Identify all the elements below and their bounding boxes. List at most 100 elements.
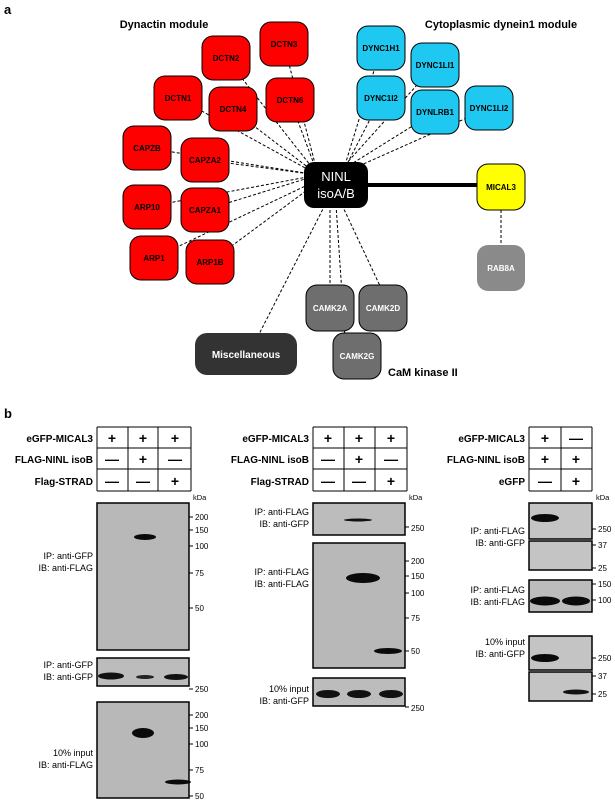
mw-marker: 150 [411,572,425,581]
blot3-ann: IB: anti-GFP [475,649,525,659]
blot2-ann: IP: anti-FLAG [254,507,309,517]
sign: — [105,451,119,467]
node-misc: Miscellaneous [212,350,281,361]
mw-marker: 75 [195,569,204,578]
blot2-row3-label: Flag-STRAD [251,477,309,488]
blot2-ann: IB: anti-GFP [259,696,309,706]
sign: — [569,430,583,446]
node-dynlrb1: DYNLRB1 [416,108,454,117]
mw-marker: 50 [195,604,204,613]
sign: + [355,430,363,446]
mw-marker: 25 [598,690,607,699]
sign: — [384,451,398,467]
node-dync1li1: DYNC1LI1 [416,61,455,70]
blot3-row3-label: eGFP [499,477,525,488]
sign: — [321,473,335,489]
mw-marker: 100 [411,589,425,598]
mical3-node [476,163,526,211]
blot1-ann: IB: anti-GFP [43,672,93,682]
mw-marker: 50 [195,792,204,800]
blot2-ann: IB: anti-FLAG [254,579,309,589]
mw-marker: 250 [411,704,425,713]
dynactin-nodes [122,21,315,285]
sign: + [324,430,332,446]
node-dctn3: DCTN3 [271,40,298,49]
mw-marker: 250 [411,524,425,533]
blot3-ann: 10% input [485,637,526,647]
sign: + [355,451,363,467]
blot3-kda: kDa [596,493,610,502]
sign: — [136,473,150,489]
blot2-ann: IB: anti-GFP [259,519,309,529]
blot3-ann: IB: anti-GFP [475,538,525,548]
sign: + [171,430,179,446]
node-dctn6: DCTN6 [277,96,304,105]
mw-marker: 150 [195,526,209,535]
node-dync1i2: DYNC1I2 [364,94,398,103]
node-dctn4: DCTN4 [220,105,247,114]
mw-marker: 75 [411,614,420,623]
blot1-ann: IP: anti-GFP [43,660,93,670]
sign: + [541,451,549,467]
mw-marker: 250 [195,685,209,694]
center-line1: NINL [321,169,351,184]
node-arp1: ARP1 [143,254,165,263]
node-dctn2: DCTN2 [213,54,240,63]
mw-marker: 37 [598,672,607,681]
mw-marker: 150 [195,724,209,733]
mw-marker: 37 [598,541,607,550]
node-capza2: CAPZA2 [189,156,222,165]
node-rab8a: RAB8A [487,264,515,273]
sign: + [139,451,147,467]
mw-marker: 100 [195,542,209,551]
blot1-ann: IP: anti-GFP [43,551,93,561]
sign: — [352,473,366,489]
blot3-row2-label: FLAG-NINL isoB [447,455,525,466]
blot1-row3-label: Flag-STRAD [35,477,93,488]
mw-marker: 100 [195,740,209,749]
blot1: eGFP-MICAL3 FLAG-NINL isoB Flag-STRAD + … [15,426,209,800]
node-dync1h1: DYNC1H1 [362,44,400,53]
camk-module-title: CaM kinase II [388,367,458,379]
node-camk2g: CAMK2G [340,352,375,361]
blot2-kda: kDa [409,493,423,502]
blot1-ann: 10% input [53,748,94,758]
ninl-center-node [304,162,368,208]
blot3: eGFP-MICAL3 FLAG-NINL isoB eGFP + — + + … [447,426,612,702]
node-capzb: CAPZB [133,144,161,153]
center-line2: isoA/B [317,186,355,201]
dynein-nodes [356,25,514,135]
blot3-ann: IP: anti-FLAG [470,526,525,536]
mw-marker: 150 [598,580,612,589]
mw-marker: 100 [598,596,612,605]
blot3-ann: IB: anti-FLAG [470,597,525,607]
blot2-row2-label: FLAG-NINL isoB [231,455,309,466]
panel-a-letter: a [4,2,12,17]
mw-marker: 200 [411,557,425,566]
blot1-ann: IB: anti-FLAG [38,760,93,770]
mw-marker: 25 [598,564,607,573]
blot2-ann: 10% input [269,684,310,694]
misc-node [195,333,297,375]
node-camk2a: CAMK2A [313,304,347,313]
camk-nodes [305,284,408,380]
mw-marker: 50 [411,647,420,656]
blot2-row1-label: eGFP-MICAL3 [242,434,309,445]
sign: + [572,473,580,489]
rab8a-node [477,245,525,291]
mw-marker: 75 [195,766,204,775]
blot3-row1-label: eGFP-MICAL3 [458,434,525,445]
node-dctn1: DCTN1 [165,94,192,103]
node-dync1li2: DYNC1LI2 [470,104,509,113]
blot2-ann: IP: anti-FLAG [254,567,309,577]
sign: — [105,473,119,489]
blot1-row2-label: FLAG-NINL isoB [15,455,93,466]
sign: + [387,473,395,489]
node-capza1: CAPZA1 [189,206,222,215]
sign: + [171,473,179,489]
sign: + [541,430,549,446]
mw-marker: 250 [598,525,612,534]
node-camk2d: CAMK2D [366,304,400,313]
sign: + [572,451,580,467]
sign: + [108,430,116,446]
